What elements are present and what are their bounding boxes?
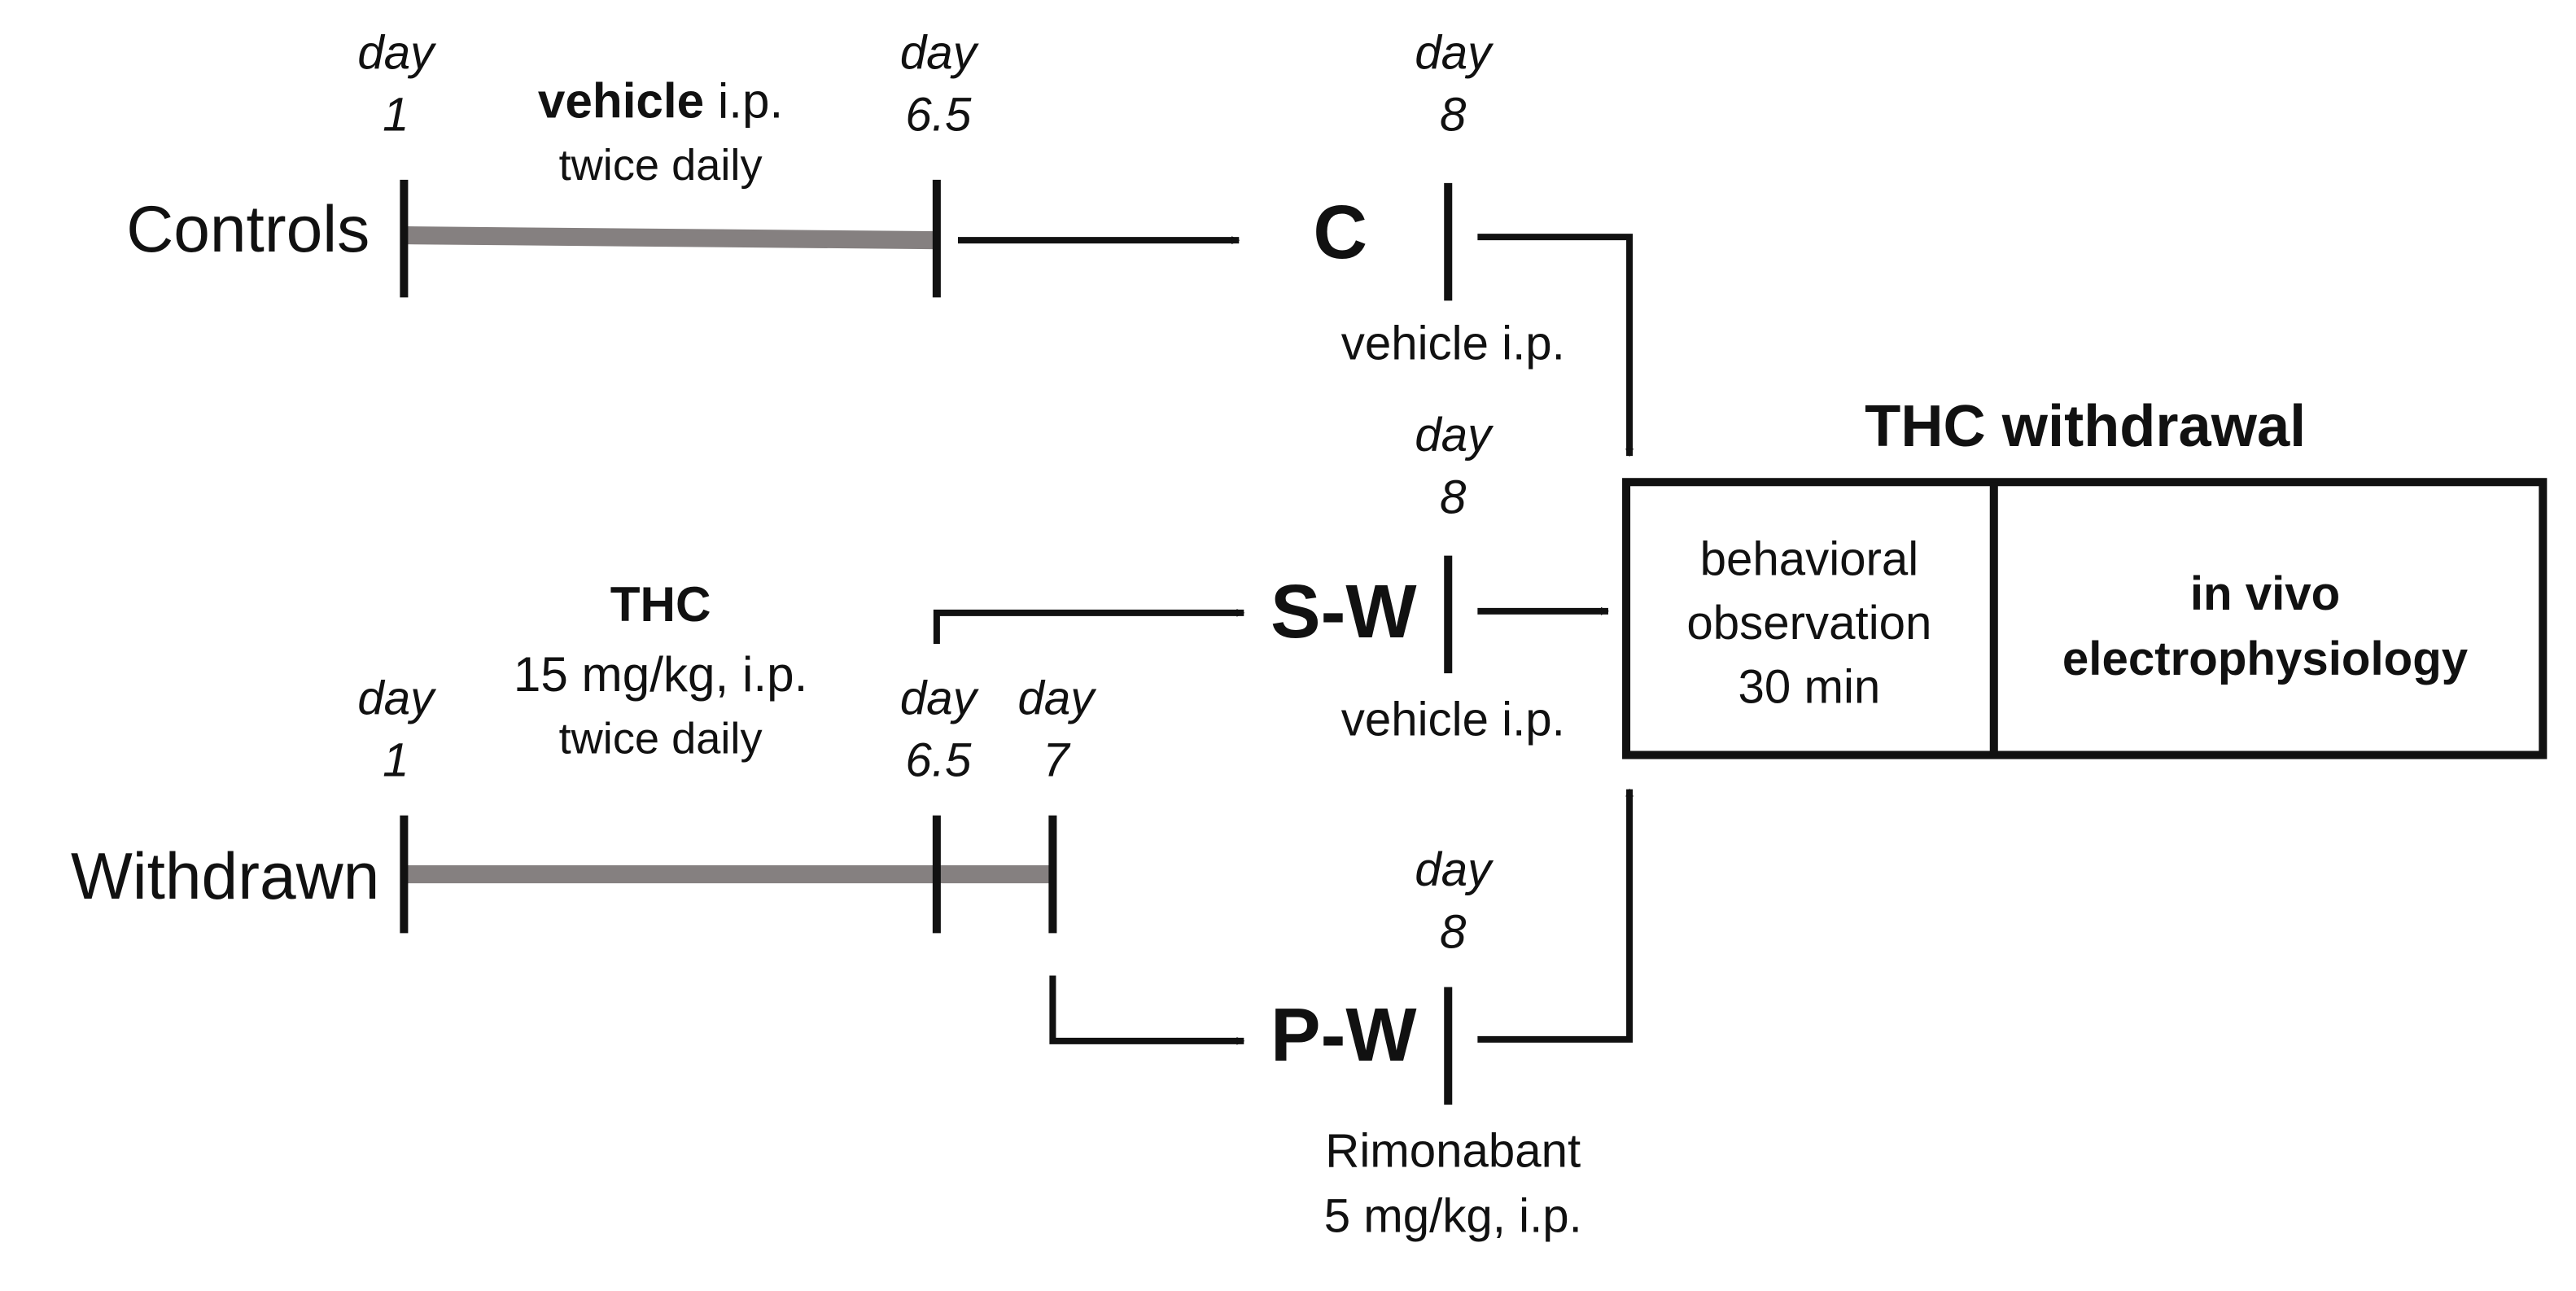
behavior-line-2: observation [1686,597,1931,650]
withdrawn-start-day-word: day [357,672,437,724]
withdrawn-to-pw-arrow [1049,975,1245,1045]
group-pw-name: P-W [1271,992,1417,1077]
group-c-name: C [1313,190,1367,274]
controls-treatment-name: vehicle [538,73,704,129]
withdrawn-schedule: twice daily [559,715,763,764]
withdrawn-drug-name: THC [610,576,711,632]
pw-to-outcome-arrow [1477,788,1634,1043]
group-sw: day 8 S-W vehicle i.p. [1271,409,1609,746]
withdrawn-mid-day-word: day [900,672,980,724]
group-sw-day-word: day [1415,409,1494,462]
controls-start-day-number: 1 [383,89,409,142]
outcome-box [1622,478,2548,759]
withdrawn-row: Withdrawn day 1 THC 15 mg/kg, i.p. twice… [71,576,1245,1045]
withdrawn-to-sw-arrow [933,608,1245,644]
controls-schedule: twice daily [559,141,763,190]
group-c-treatment: vehicle i.p. [1341,317,1565,370]
thc-withdrawal-outcome: THC withdrawal behavioral observation 30… [1622,394,2548,759]
group-pw-day-number: 8 [1440,905,1467,958]
behavior-line-3: 30 min [1738,660,1881,713]
group-c-day-word: day [1415,26,1494,79]
withdrawn-start-day-number: 1 [383,734,409,787]
withdrawn-label: Withdrawn [71,840,379,913]
withdrawn-end-day-number: 7 [1043,734,1071,787]
group-sw-treatment: vehicle i.p. [1341,693,1565,746]
withdrawn-mid-day-number: 6.5 [905,734,972,787]
controls-treatment-period-bar [405,226,935,250]
controls-end-day-number: 6.5 [905,89,972,142]
withdrawn-end-day-word: day [1017,672,1097,724]
c-to-outcome-arrow [1477,234,1634,457]
controls-end-day-word: day [900,26,980,79]
group-c: day 8 C vehicle i.p. [1313,26,1634,457]
group-pw-treatment-dose: 5 mg/kg, i.p. [1324,1190,1582,1243]
controls-treatment-label: vehicle i.p. [538,73,783,129]
withdrawn-dose: 15 mg/kg, i.p. [514,646,808,702]
group-pw-treatment-drug: Rimonabant [1325,1124,1581,1177]
outcome-title: THC withdrawal [1865,394,2306,459]
ephys-line-1: in vivo [2190,567,2340,620]
group-sw-day-number: 8 [1440,470,1467,523]
controls-start-day-word: day [357,26,437,79]
controls-treatment-route: i.p. [704,73,783,129]
controls-label: Controls [126,193,370,266]
controls-row: Controls day 1 vehicle i.p. twice daily … [126,26,1240,298]
group-sw-name: S-W [1271,569,1417,654]
behavior-line-1: behavioral [1700,533,1919,586]
ephys-line-2: electrophysiology [2062,632,2469,685]
group-c-day-number: 8 [1440,89,1467,142]
group-pw-day-word: day [1415,843,1494,896]
group-pw: day 8 P-W Rimonabant 5 mg/kg, i.p. [1271,788,1634,1243]
